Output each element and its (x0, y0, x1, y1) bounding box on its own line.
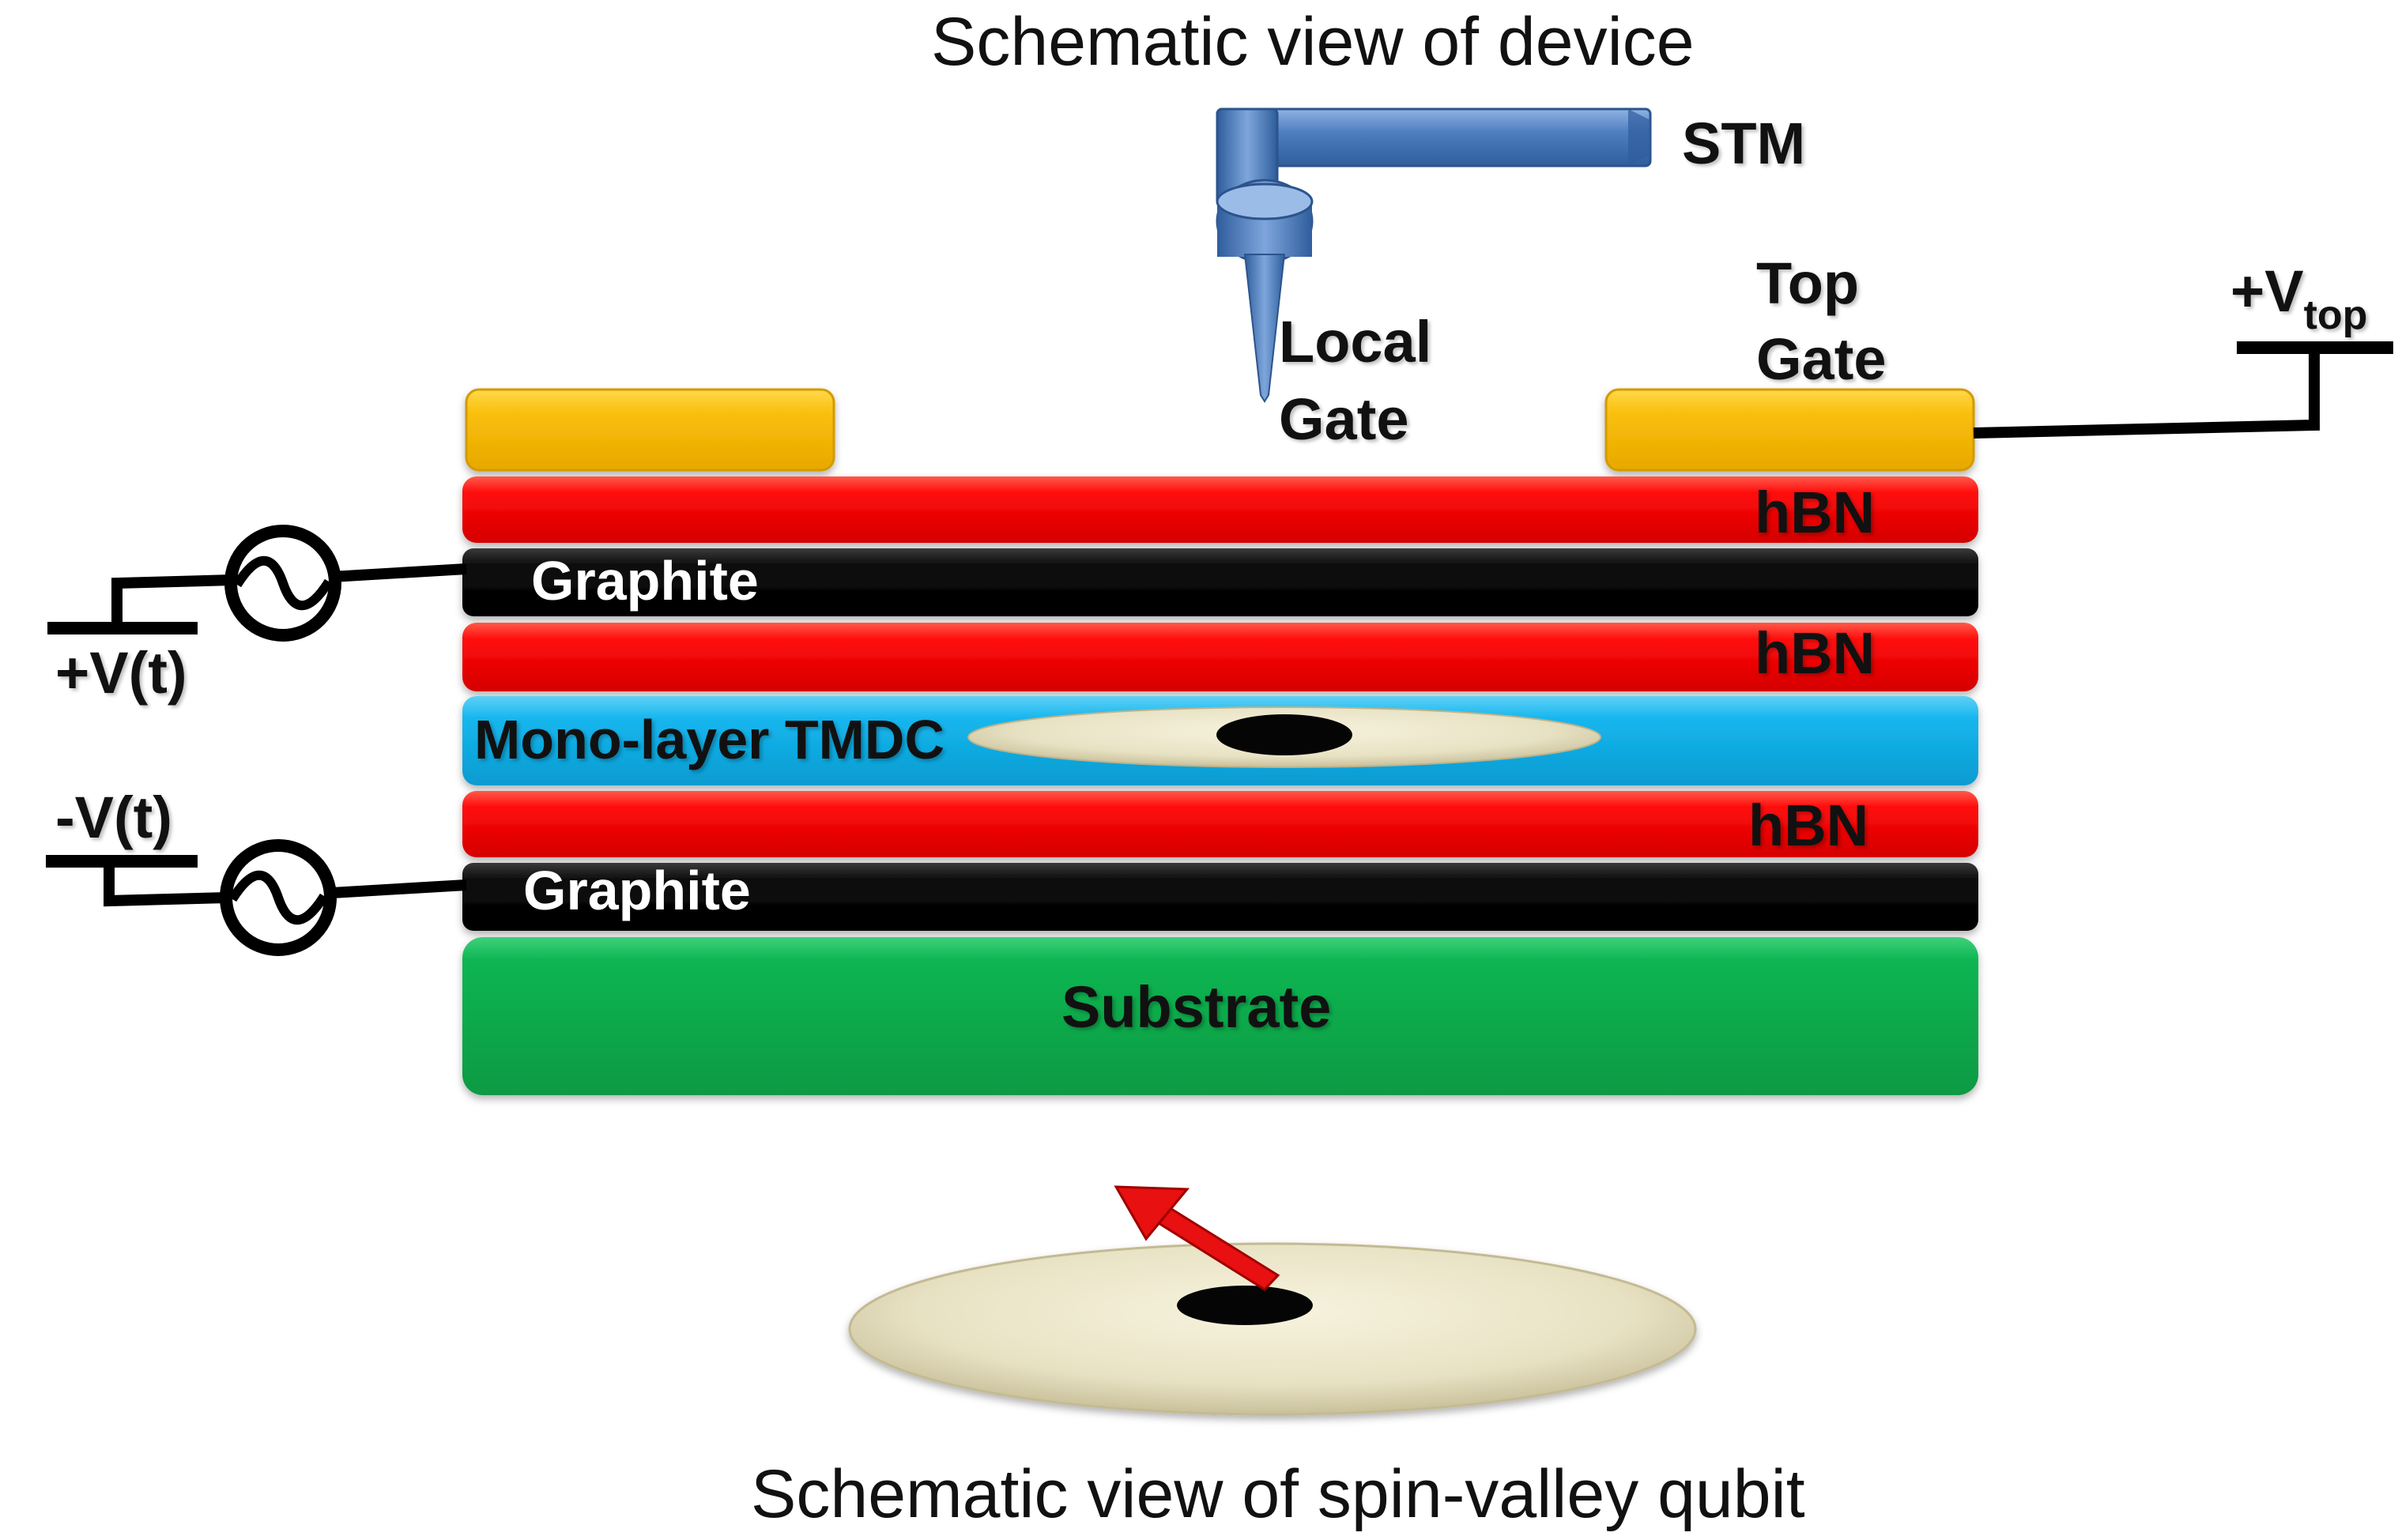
plus-vt-label: +V(t) (55, 640, 187, 706)
plus-vt-wire-left (111, 574, 233, 628)
device-caption: Schematic view of device (931, 4, 1695, 80)
local-gate-label-line2: Gate (1279, 386, 1409, 452)
plus-vt-wire-right (331, 563, 467, 582)
minus-vt-wire-right (331, 879, 467, 898)
top-gate-electrode (1604, 388, 1975, 472)
layer-substrate (462, 937, 1978, 1095)
hbn-top-label: hBN (1755, 480, 1876, 545)
stm-tip (1216, 107, 1652, 403)
graphite-bottom-label: Graphite (523, 860, 751, 921)
graphite-top-label: Graphite (531, 550, 759, 612)
layer-hbn-top (462, 476, 1978, 543)
quantum-dot-core (1216, 714, 1352, 755)
layer-graphite-top (462, 548, 1978, 616)
spin-valley-qubit (848, 1185, 1697, 1416)
qubit-disk (848, 1242, 1697, 1416)
tmdc-label: Mono-layer TMDC (474, 709, 944, 770)
spin-arrow-icon (1114, 1185, 1280, 1291)
layer-graphite-bottom (462, 863, 1978, 931)
minus-vt-wire-left (104, 861, 228, 907)
minus-vt-label: -V(t) (55, 785, 172, 850)
v-top-subscript: top (2303, 292, 2368, 338)
v-top-label: +Vtop (2230, 262, 2367, 337)
stm-needle (1243, 254, 1286, 403)
v-top-main: +V (2230, 258, 2304, 324)
ac-voltage-source-icon (220, 839, 337, 956)
left-gate-electrode (465, 388, 835, 472)
substrate-label: Substrate (1061, 974, 1332, 1040)
top-gate-wire (1973, 348, 2320, 439)
hbn-bottom-label: hBN (1748, 793, 1869, 858)
layer-hbn-bottom (462, 791, 1978, 857)
ac-voltage-source-icon (224, 525, 341, 642)
local-gate-label-line1: Local (1279, 309, 1432, 375)
top-gate-label-line2: Gate (1756, 326, 1887, 392)
layer-hbn-middle (462, 623, 1978, 691)
qubit-dot (1177, 1286, 1313, 1325)
top-gate-label-line1: Top (1756, 250, 1860, 316)
stm-label: STM (1682, 111, 1806, 176)
hbn-middle-label: hBN (1755, 620, 1876, 686)
stm-arm (1216, 107, 1652, 168)
qubit-caption: Schematic view of spin-valley qubit (751, 1456, 1805, 1532)
